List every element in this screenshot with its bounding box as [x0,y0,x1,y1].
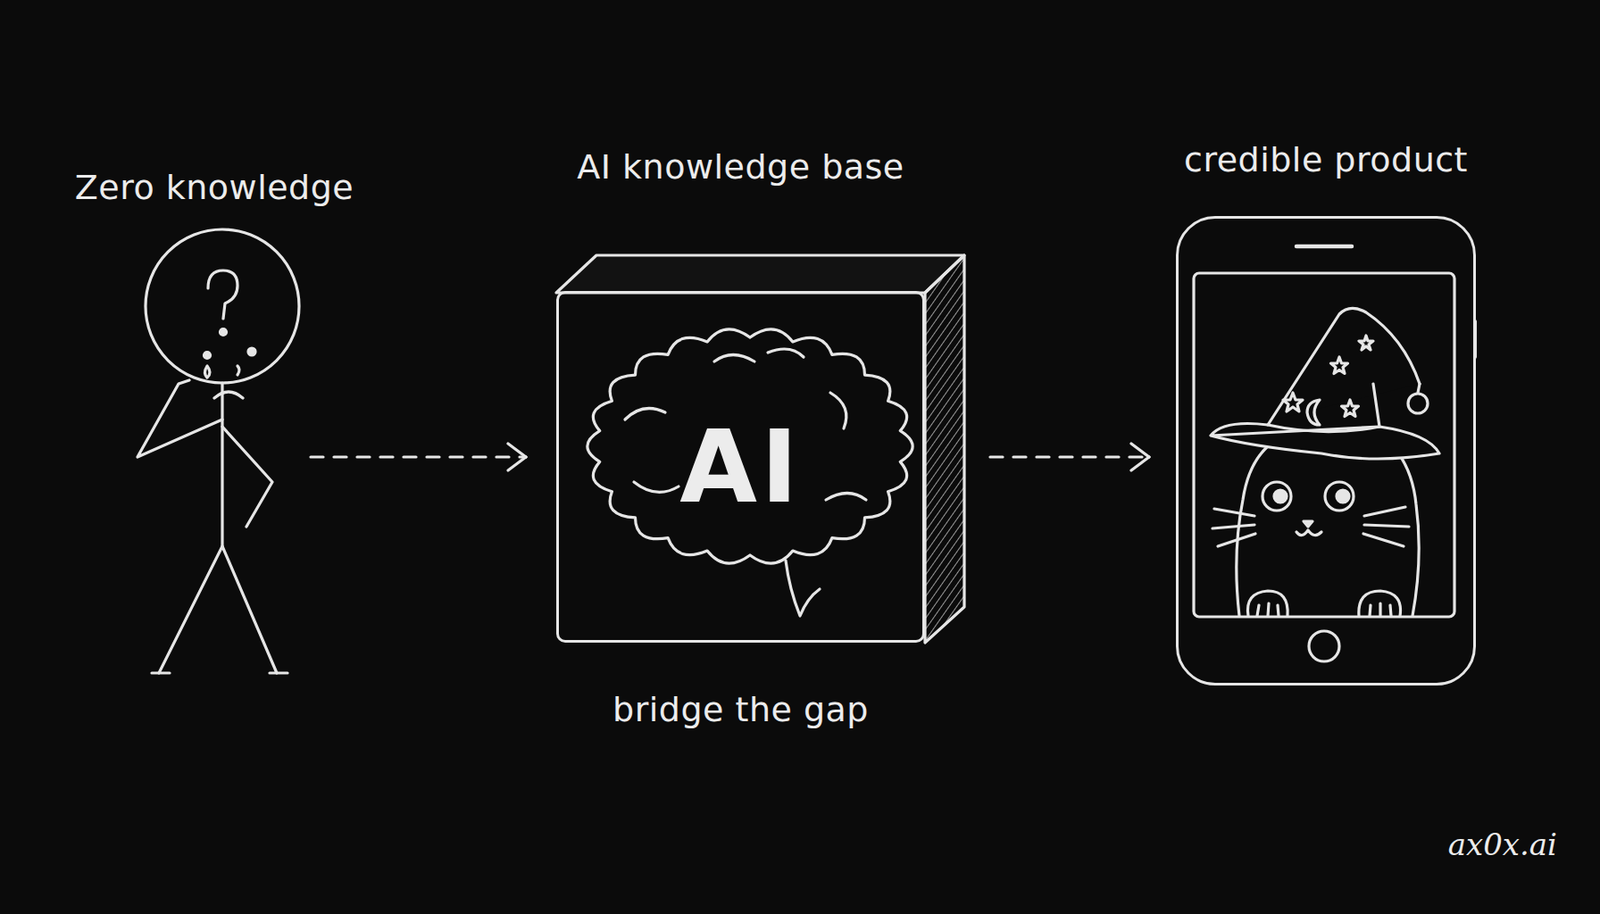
stick-figure [137,229,300,674]
node-heading: AI knowledge base [576,147,904,189]
wizard-cat-stroke [1341,400,1359,417]
dashed-line [310,455,526,459]
brain-outline-stroke [714,355,755,363]
dashed-arrow [310,443,526,471]
wizard-cat-stroke [1336,490,1350,503]
wizard-cat-stroke [1358,591,1401,617]
wizard-cat-stroke [1236,446,1419,617]
stick-figure-stroke [145,229,300,384]
stick-figure-stroke [151,671,288,675]
stick-figure-stroke [248,348,256,356]
node-heading: credible product [1183,140,1468,182]
wizard-cat-stroke [1283,392,1303,412]
wizard-cat-stroke [1303,521,1313,527]
wizard-cat-stroke [1363,507,1409,547]
wizard-cat-stroke [1369,603,1392,617]
wizard-cat-stroke [1274,490,1287,503]
wizard-cat-stroke [1331,357,1349,375]
brain-outline-stroke [633,482,679,492]
dashed-arrow [990,443,1150,471]
wizard-cat-stroke [1307,400,1320,425]
box-extrusion-stroke [925,255,965,643]
phone-frame: credible product [1175,216,1476,686]
wizard-cat-stroke [1408,393,1428,414]
wizard-cat-stroke [1296,530,1322,536]
phone-details-stroke [1296,244,1352,250]
wizard-cat-stroke [1325,482,1354,511]
brain-outline-stroke [830,392,847,429]
brain-outline-stroke [587,329,913,564]
node-caption: bridge the gap [612,690,869,732]
wizard-cat [1210,308,1440,617]
phone-details-stroke [1193,273,1455,617]
stick-figure-stroke [214,391,243,399]
stick-figure-stroke [208,270,238,319]
brain-outline-stroke [825,493,867,501]
stick-figure-stroke [205,366,211,378]
stick-figure-stroke [158,546,277,674]
knowledge-box: AI knowledge baseAIbridge the gap [556,291,925,643]
wizard-cat-stroke [1247,591,1288,617]
box-extrusion [556,255,965,643]
wizard-cat-stroke [1262,482,1292,511]
phone-details [1193,246,1475,662]
stick-figure-stroke [220,383,224,547]
brain-outline-stroke [625,408,666,421]
brain-outline-stroke [785,560,820,617]
stick-figure-stroke [222,426,273,527]
arrow-head-stroke [1131,457,1150,471]
stick-figure-stroke [204,352,211,359]
stick-figure-stroke [220,329,227,336]
wizard-cat-stroke [1267,383,1380,433]
brain-outline-stroke [767,349,804,358]
stick-figure-stroke [237,366,240,375]
arrow-head-stroke [508,443,526,458]
watermark: ax0x.ai [1448,826,1558,863]
arrow-head-stroke [1131,443,1150,458]
wizard-cat-stroke [1417,383,1420,393]
box-extrusion-stroke [556,255,965,293]
wizard-cat-stroke [1212,508,1256,547]
person-figure: Zero knowledge [125,228,304,674]
box-symbol-text: AI [679,416,801,517]
arrow-head-stroke [508,457,526,471]
brain-outline [587,329,913,617]
wizard-cat-stroke [1210,308,1440,459]
phone-details-stroke [1308,631,1340,662]
node-heading: Zero knowledge [75,167,355,209]
dashed-line [990,455,1150,459]
wizard-cat-stroke [1358,335,1374,350]
stick-figure-stroke [137,380,223,458]
wizard-cat-stroke [1257,603,1279,617]
